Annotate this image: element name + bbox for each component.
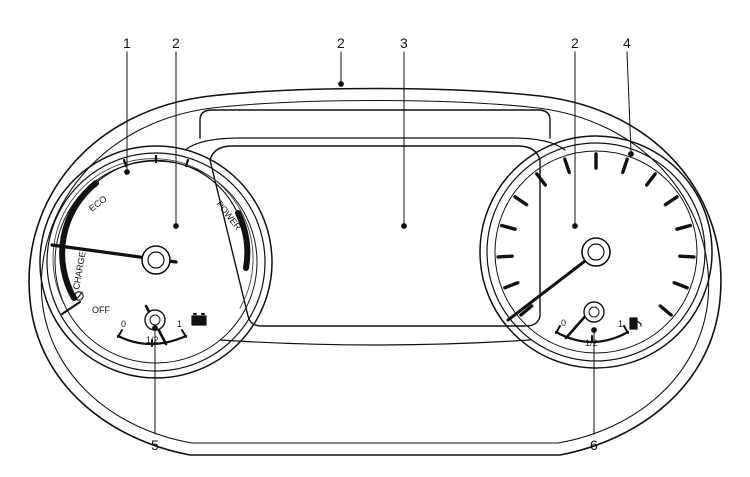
charge-zone-band <box>59 180 99 301</box>
cluster-housing-inner <box>40 99 710 444</box>
power-meter-hub-inner <box>147 251 165 269</box>
speedometer-tick <box>496 254 514 259</box>
speedometer-tick <box>503 281 520 290</box>
speedometer-tick <box>645 172 657 187</box>
callout-2-right: 2 <box>571 35 579 51</box>
display-hood-lower <box>184 137 566 151</box>
battery-gauge-ticks <box>117 329 187 347</box>
left-gauge-bezel <box>46 152 266 372</box>
battery-icon <box>191 313 207 326</box>
charge-zone-edge <box>61 301 81 315</box>
callout-leaders <box>124 51 634 435</box>
speedometer-tick <box>563 157 571 175</box>
left-gauge-bezel-outer <box>39 145 273 379</box>
fuel-gauge-min: 0 <box>561 318 566 328</box>
speedometer-tick <box>519 304 534 317</box>
speedometer-tick <box>621 157 629 175</box>
battery-gauge-mid: 1/2 <box>146 335 159 345</box>
fuel-gauge-hub <box>583 301 605 323</box>
callout-2-left: 2 <box>172 35 180 51</box>
speedometer-tick <box>658 304 673 317</box>
center-display-base <box>219 339 531 346</box>
callout-4: 4 <box>623 35 631 51</box>
callout-1: 1 <box>123 35 131 51</box>
speedometer-ticks <box>496 152 696 317</box>
speedometer-hub-inner <box>587 243 605 261</box>
fuel-gauge-hub-inner <box>588 306 600 318</box>
off-label: OFF <box>92 305 110 315</box>
speedometer-tick <box>513 195 529 207</box>
speedometer-tick <box>535 172 547 187</box>
fuel-gauge-mid: 1/2 <box>585 338 598 348</box>
callout-3: 3 <box>400 35 408 51</box>
speedometer-hub <box>581 237 611 267</box>
power-zone-band <box>235 210 251 271</box>
display-hood <box>199 109 551 139</box>
right-gauge-bezel-outer <box>479 135 713 369</box>
speedometer-tick <box>675 223 692 231</box>
fuel-gauge-ticks <box>555 325 629 343</box>
power-meter-ticks <box>122 154 190 168</box>
speedometer-tick <box>678 254 696 259</box>
eco-leaf-icon <box>74 291 84 301</box>
battery-gauge-min: 0 <box>121 319 126 329</box>
callout-6: 6 <box>590 437 598 453</box>
speedometer-tick <box>663 195 679 207</box>
eco-label: ECO <box>87 194 109 214</box>
fuel-pump-icon <box>629 317 642 330</box>
right-gauge-face <box>494 150 698 354</box>
eco-arc <box>95 159 237 211</box>
battery-gauge-max: 1 <box>177 319 182 329</box>
power-meter-inner-arc <box>52 158 254 309</box>
fuel-gauge-max: 1 <box>618 319 623 329</box>
charge-label: CHARGE <box>71 251 88 291</box>
cluster-housing-outer <box>28 87 722 456</box>
speedometer-tick <box>672 281 689 290</box>
callout-2-top: 2 <box>337 35 345 51</box>
center-display <box>209 145 541 327</box>
battery-gauge-hub-inner <box>149 314 161 326</box>
callout-5: 5 <box>151 437 159 453</box>
speedometer-tick <box>500 223 517 231</box>
right-gauge-bezel <box>486 142 706 362</box>
power-meter-hub <box>141 245 171 275</box>
